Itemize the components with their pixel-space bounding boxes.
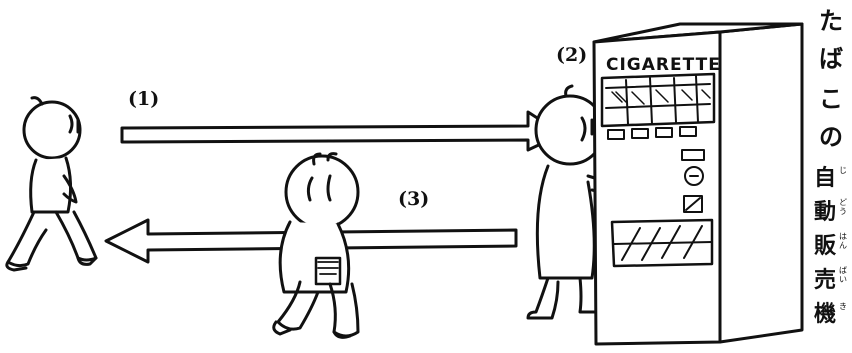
- caption-kana-4: の: [816, 122, 846, 152]
- step-label-2: (2): [556, 44, 587, 66]
- step-label-3: (3): [398, 188, 429, 210]
- arrow-1-right: [122, 112, 562, 150]
- caption-ruby-1: じ: [839, 166, 849, 175]
- caption-kana-2: ば: [816, 44, 846, 74]
- machine-sign: CIGARETTE: [606, 55, 721, 75]
- caption-ruby-4: ばい: [839, 266, 849, 284]
- caption-ruby-2: どう: [839, 198, 849, 216]
- caption-kanji-2: 動: [812, 198, 838, 226]
- caption-ruby-3: はん: [839, 232, 849, 250]
- person-left: [7, 98, 96, 270]
- step-label-1: (1): [128, 88, 159, 110]
- caption-kanji-5: 機: [812, 300, 838, 328]
- caption-ruby-5: き: [839, 302, 849, 311]
- vertical-caption: た ば こ の 自 じ 動 どう 販 はん 売 ばい 機 き: [812, 4, 852, 344]
- caption-kanji-1: 自: [812, 164, 838, 192]
- caption-kana-3: こ: [816, 84, 846, 114]
- person-middle: [274, 154, 358, 338]
- caption-kanji-3: 販: [812, 232, 838, 260]
- caption-kanji-4: 売: [812, 266, 838, 294]
- caption-kana-1: た: [816, 6, 846, 36]
